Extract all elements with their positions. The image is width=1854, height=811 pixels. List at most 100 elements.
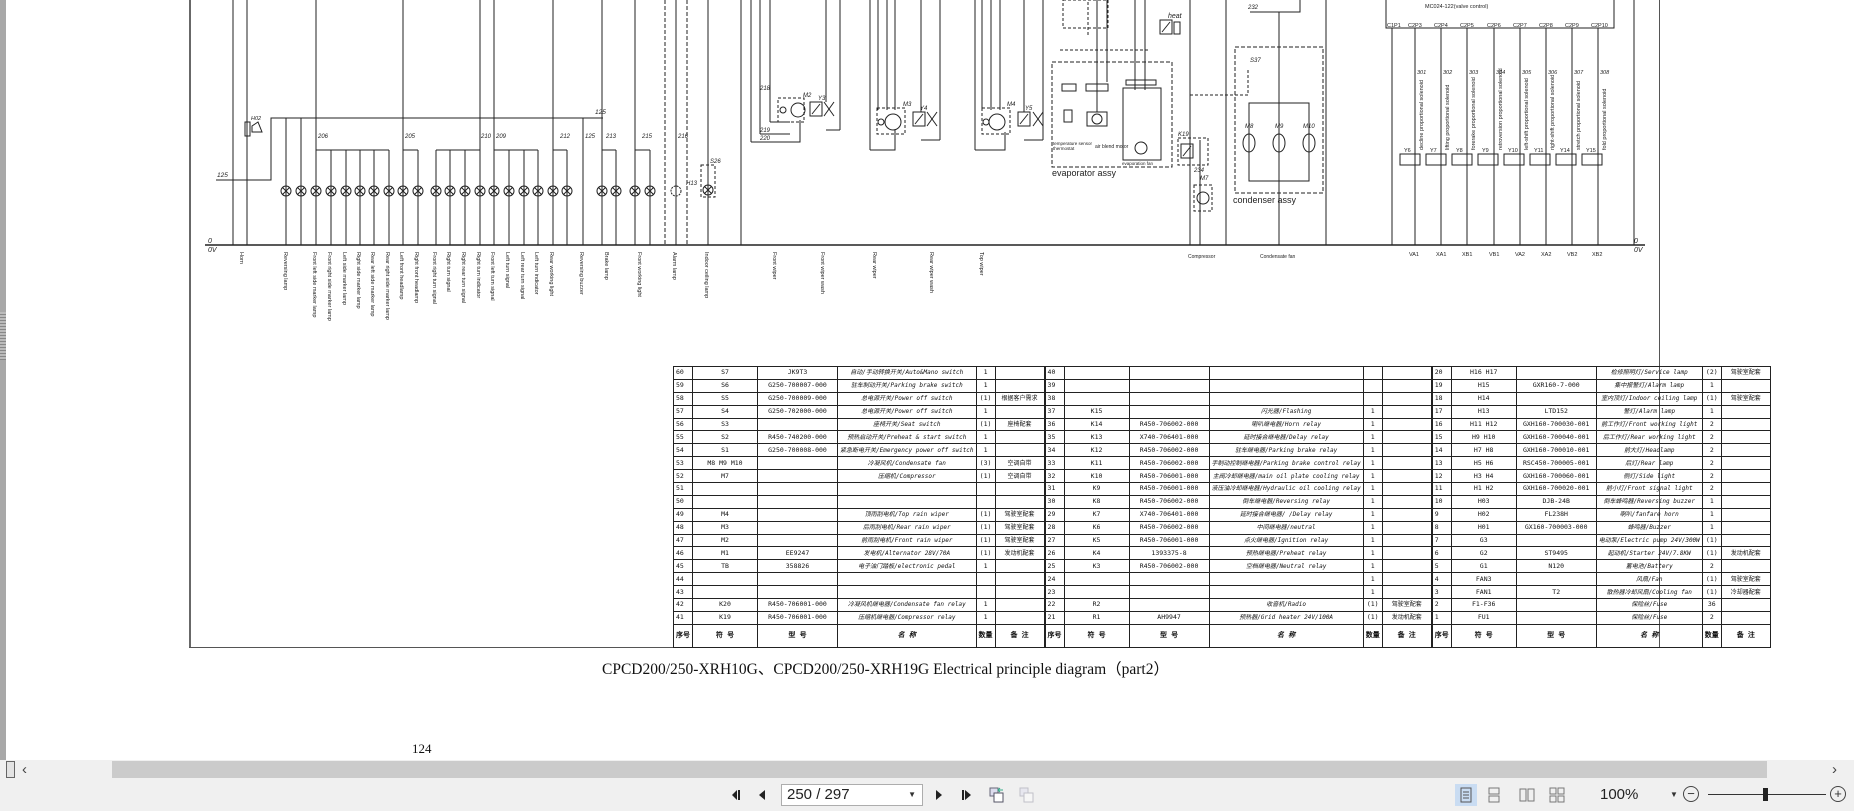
drawing-frame-right bbox=[1659, 0, 1660, 648]
cell-sym: M2 bbox=[692, 533, 758, 548]
scroll-left-arrow-icon[interactable]: ‹ bbox=[22, 761, 27, 778]
cell-remark bbox=[1381, 546, 1433, 561]
cell-qty: 36 bbox=[1701, 598, 1722, 612]
cell-remark bbox=[1720, 378, 1771, 393]
vertical-scrollbar[interactable] bbox=[0, 0, 6, 760]
cell-sym: FAN1 bbox=[1450, 585, 1517, 600]
cell-model: ST9495 bbox=[1515, 546, 1597, 561]
svg-text:VA1: VA1 bbox=[1409, 252, 1419, 258]
go-forward-view-button[interactable] bbox=[1017, 785, 1037, 805]
zoom-dropdown-icon[interactable]: ▼ bbox=[1670, 790, 1678, 799]
continuous-view-button[interactable] bbox=[1483, 784, 1505, 806]
cell-name: 总电源开关/Power off switch bbox=[837, 391, 977, 406]
continuous-facing-view-button[interactable] bbox=[1546, 784, 1568, 806]
cell-remark bbox=[1720, 507, 1771, 522]
cell-qty: (3) bbox=[975, 456, 996, 471]
cell-name: 压缩机/Compressor bbox=[837, 469, 977, 484]
cell-remark bbox=[994, 482, 1046, 496]
cell-n: 23 bbox=[1043, 585, 1065, 600]
svg-text:XA2: XA2 bbox=[1541, 252, 1551, 258]
cell-sym: H7 H8 bbox=[1450, 443, 1517, 458]
cell-sym: R1 bbox=[1063, 610, 1130, 625]
cell-qty: 1 bbox=[1701, 507, 1722, 522]
svg-text:Front wiper wash: Front wiper wash bbox=[819, 252, 825, 294]
svg-text:M4: M4 bbox=[1007, 102, 1016, 108]
cell-name: 警灯/Alarm lamp bbox=[1595, 404, 1703, 419]
svg-text:Y4: Y4 bbox=[920, 106, 928, 112]
cell-name: 驻车继电器/Parking brake relay bbox=[1208, 443, 1364, 458]
cell-n: 27 bbox=[1043, 533, 1065, 548]
page-number-input[interactable]: 250 / 297 ▼ bbox=[781, 784, 923, 806]
scrollbar-thumb[interactable] bbox=[112, 761, 1767, 778]
cell-sym bbox=[1063, 378, 1130, 393]
cell-model: G250-700007-000 bbox=[757, 378, 838, 393]
cell-model: 358826 bbox=[757, 559, 838, 574]
horizontal-scrollbar[interactable]: ‹ › bbox=[0, 760, 1854, 779]
cell-model: GXR160-7-000 bbox=[1515, 378, 1597, 393]
previous-page-button[interactable] bbox=[754, 785, 770, 805]
column-header: 数量 bbox=[1701, 623, 1722, 648]
continuous-facing-icon bbox=[1549, 787, 1565, 803]
cell-model: GXH160-700030-001 bbox=[1515, 417, 1597, 432]
cell-name: 电动泵/Electric pump 24V/300W bbox=[1595, 533, 1703, 548]
zoom-slider-thumb[interactable] bbox=[1763, 788, 1768, 801]
cell-model: R450-706002-000 bbox=[1128, 417, 1210, 432]
cell-qty: (1) bbox=[975, 533, 996, 548]
next-page-button[interactable] bbox=[931, 785, 947, 805]
cell-name: 喇叭/fanfare horn bbox=[1595, 507, 1703, 522]
zoom-in-button[interactable]: + bbox=[1830, 786, 1846, 802]
page-dropdown-icon[interactable]: ▼ bbox=[908, 790, 916, 799]
cell-model bbox=[1128, 378, 1210, 393]
single-page-view-button[interactable] bbox=[1455, 784, 1477, 806]
cell-n: 49 bbox=[673, 507, 693, 522]
cell-sym: M3 bbox=[692, 520, 758, 535]
cell-remark bbox=[1381, 391, 1433, 406]
cell-qty bbox=[975, 585, 996, 600]
cell-n: 39 bbox=[1043, 378, 1065, 393]
cell-name: 侧灯/Side light bbox=[1595, 469, 1703, 484]
go-back-view-button[interactable] bbox=[987, 785, 1007, 805]
cell-sym: K20 bbox=[692, 598, 758, 612]
svg-text:C2P3: C2P3 bbox=[1408, 23, 1422, 29]
cell-qty bbox=[1362, 391, 1383, 406]
cell-remark bbox=[1720, 469, 1771, 484]
cell-name: 后雨刮电机/Rear rain wiper bbox=[837, 520, 977, 535]
cell-remark: 发动机配套 bbox=[1720, 546, 1771, 561]
cell-qty: (1) bbox=[975, 391, 996, 406]
cell-sym: H14 bbox=[1450, 391, 1517, 406]
cell-sym: S4 bbox=[692, 404, 758, 419]
splitter-grip[interactable] bbox=[0, 312, 6, 360]
zoom-out-button[interactable]: − bbox=[1683, 786, 1699, 802]
cell-remark bbox=[994, 366, 1046, 380]
cell-model bbox=[1515, 366, 1597, 380]
cell-model bbox=[1128, 598, 1210, 612]
svg-text:219: 219 bbox=[759, 128, 771, 134]
cell-name: 收音机/Radio bbox=[1208, 598, 1364, 612]
zoom-level[interactable]: 100% bbox=[1600, 786, 1639, 803]
document-viewport[interactable]: 0 0V 0 0V H02 125 125 bbox=[0, 0, 1854, 760]
navigation-toolbar: 250 / 297 ▼ 100% ▼ − + bbox=[0, 779, 1854, 811]
svg-text:232: 232 bbox=[1247, 5, 1259, 11]
cell-name: 点火继电器/Ignition relay bbox=[1208, 533, 1364, 548]
cell-model bbox=[1515, 391, 1597, 406]
scroll-right-arrow-icon[interactable]: › bbox=[1832, 761, 1837, 778]
page-number: 124 bbox=[412, 741, 432, 756]
cell-sym: TB bbox=[692, 559, 758, 574]
svg-text:forerake proportional solenoid: forerake proportional solenoid bbox=[1471, 77, 1477, 150]
last-page-button[interactable] bbox=[956, 785, 976, 805]
cell-name: 前雨刮电机/Front rain wiper bbox=[837, 533, 977, 548]
cell-name: 保险丝/Fuse bbox=[1595, 610, 1703, 625]
svg-text:Brake lamp: Brake lamp bbox=[603, 252, 609, 280]
cell-n: 42 bbox=[673, 598, 693, 612]
cell-n: 31 bbox=[1043, 482, 1065, 496]
first-page-button[interactable] bbox=[727, 785, 747, 805]
svg-text:305: 305 bbox=[1522, 70, 1532, 76]
svg-text:C2P10: C2P10 bbox=[1591, 23, 1608, 29]
cell-remark bbox=[1720, 404, 1771, 419]
facing-view-button[interactable] bbox=[1516, 784, 1538, 806]
cell-n: 43 bbox=[673, 585, 693, 600]
cell-n: 12 bbox=[1430, 469, 1452, 484]
cell-n: 46 bbox=[673, 546, 693, 561]
